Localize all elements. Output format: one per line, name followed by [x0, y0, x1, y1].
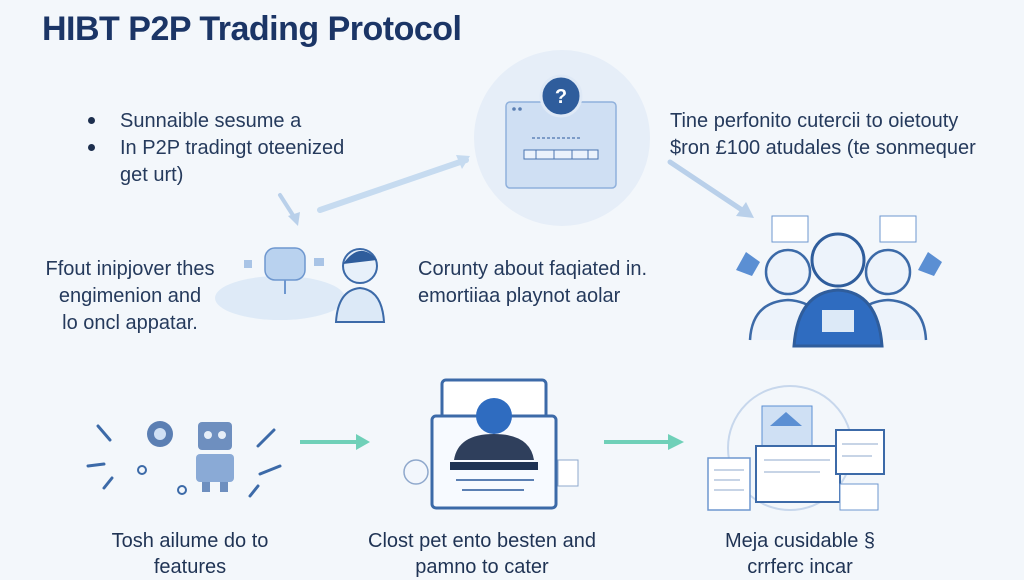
help-dialog-illustration: ? [474, 50, 650, 226]
caption-center-line-2: pamno to cater [415, 556, 549, 578]
top-right-text: Tine perfonito cutercii to oietouty $ron… [670, 108, 976, 162]
caption-center-line-1: Clost pet ento besten and [368, 530, 596, 552]
left-mid-line-2: engimenion and [58, 285, 202, 307]
bullet-dot-icon [88, 117, 95, 124]
left-mid-line-3: lo oncl appatar. [62, 312, 198, 334]
report-panel [835, 429, 885, 475]
intro-bullet-2: In P2P tradingt oteenized [88, 135, 344, 162]
arrow-to-team [667, 159, 748, 215]
user-bot-illustration [215, 247, 386, 323]
cloud-shape [215, 276, 345, 320]
document-card-left [707, 457, 751, 511]
note-card-icon [839, 483, 879, 511]
features-illustration [86, 421, 282, 498]
top-right-line-1: Tine perfonito cutercii to oietouty [670, 110, 959, 132]
intro-bullet-text-1: Sunnaible sesume a [120, 110, 302, 132]
robot-icon [196, 422, 234, 492]
dialog-input-bar [523, 149, 599, 160]
team-chart-icon [771, 215, 809, 243]
page-title: HIBT P2P Trading Protocol [42, 10, 462, 48]
upper-flow-arrows [278, 155, 754, 226]
documents-illustration [707, 385, 885, 511]
intro-continuation-text: get urt) [120, 164, 184, 186]
person-avatar-icon [334, 248, 386, 323]
terminal-illustration [403, 378, 579, 510]
bullet-dot-icon [88, 144, 95, 151]
robot-head-icon [264, 247, 306, 281]
center-mid-line-2: emortiiaa playnot aolar [418, 285, 621, 307]
gear-icon [918, 252, 942, 276]
center-mid-text: Corunty about faqiated in. emortiiaa pla… [418, 256, 647, 310]
lower-flow-arrows [300, 434, 684, 450]
caption-features: Tosh ailume do to features [70, 528, 310, 580]
center-mid-line-1: Corunty about faqiated in. [418, 258, 648, 280]
team-illustration [736, 215, 942, 348]
intro-bullet-1: Sunnaible sesume a [88, 108, 344, 135]
intro-bullet-list: Sunnaible sesume a In P2P tradingt oteen… [88, 108, 344, 189]
intro-continuation: get urt) [88, 162, 344, 189]
caption-features-line-1: Tosh ailume do to [111, 530, 269, 552]
help-question-glyph: ? [555, 86, 567, 108]
help-question-icon [539, 74, 583, 118]
dashboard-screen [755, 445, 841, 503]
team-chart-icon [879, 215, 917, 243]
gear-icon [736, 252, 760, 276]
left-mid-line-1: Ffout inipjover thes [45, 258, 215, 280]
left-mid-text: Ffout inipjover thes engimenion and lo o… [30, 256, 230, 337]
user-avatar-icon [476, 398, 512, 434]
intro-bullet-text-2: In P2P tradingt oteenized [120, 137, 345, 159]
caption-right-line-1: Meja cusidable § [724, 530, 876, 552]
arrow-to-dialog [317, 157, 469, 213]
caption-center: Clost pet ento besten and pamno to cater [352, 528, 612, 580]
caption-features-line-2: features [153, 556, 227, 578]
team-member-center [792, 232, 884, 348]
terminal-keyboard [450, 462, 538, 470]
globe-icon [403, 459, 429, 485]
top-right-line-2: $ron £100 atudales (te sonmequer [670, 137, 976, 159]
caption-right-line-2: crrferc incar [747, 556, 853, 578]
document-icon [557, 459, 579, 487]
caption-right: Meja cusidable § crrferc incar [690, 528, 910, 580]
